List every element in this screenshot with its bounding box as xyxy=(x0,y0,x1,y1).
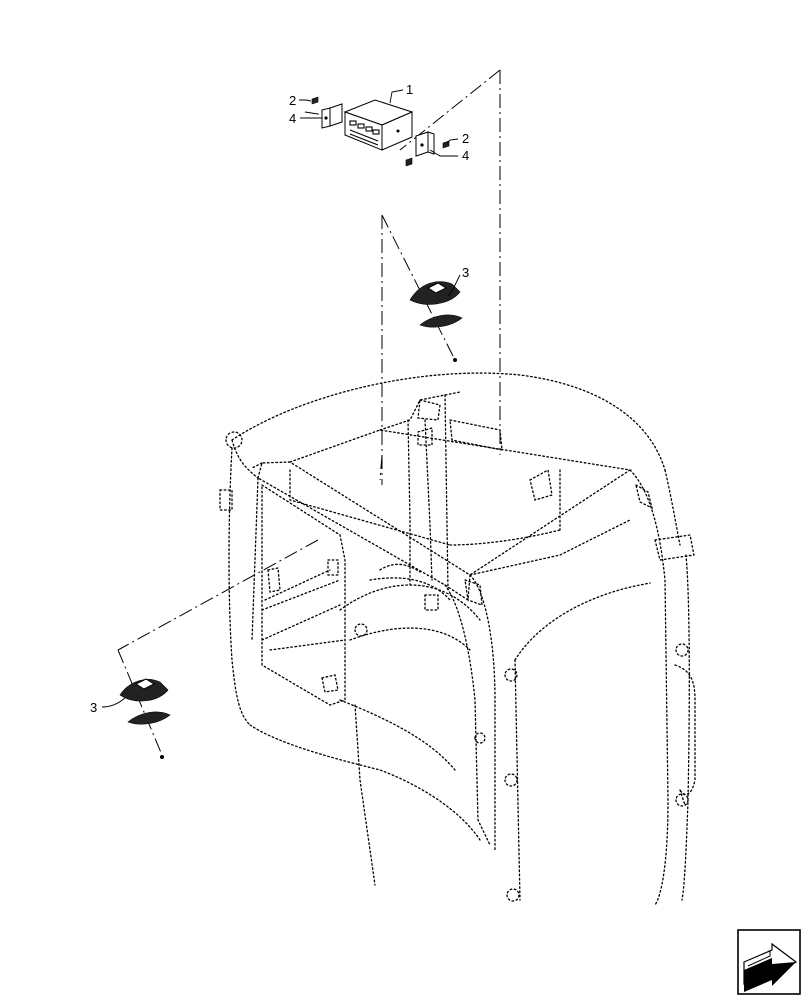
callout-4-right: 4 xyxy=(462,148,469,163)
mounting-bracket-left xyxy=(321,103,343,129)
callout-3-upper: 3 xyxy=(462,265,469,280)
callout-4-left: 4 xyxy=(289,111,296,126)
callout-2-right: 2 xyxy=(462,131,469,146)
speaker-lower xyxy=(119,678,171,759)
control-module-box xyxy=(343,99,414,151)
assembly-centerlines xyxy=(117,69,501,756)
speaker-upper xyxy=(409,281,463,362)
next-page-arrow-icon[interactable] xyxy=(737,929,801,995)
callout-3-lower: 3 xyxy=(90,700,97,715)
leader-lines xyxy=(101,89,461,708)
callout-2-left: 2 xyxy=(289,93,296,108)
mounting-bracket-right xyxy=(415,131,435,157)
callout-1: 1 xyxy=(406,82,413,97)
screw-lower xyxy=(405,157,413,167)
cab-frame xyxy=(219,372,696,906)
screw-left xyxy=(311,96,319,105)
